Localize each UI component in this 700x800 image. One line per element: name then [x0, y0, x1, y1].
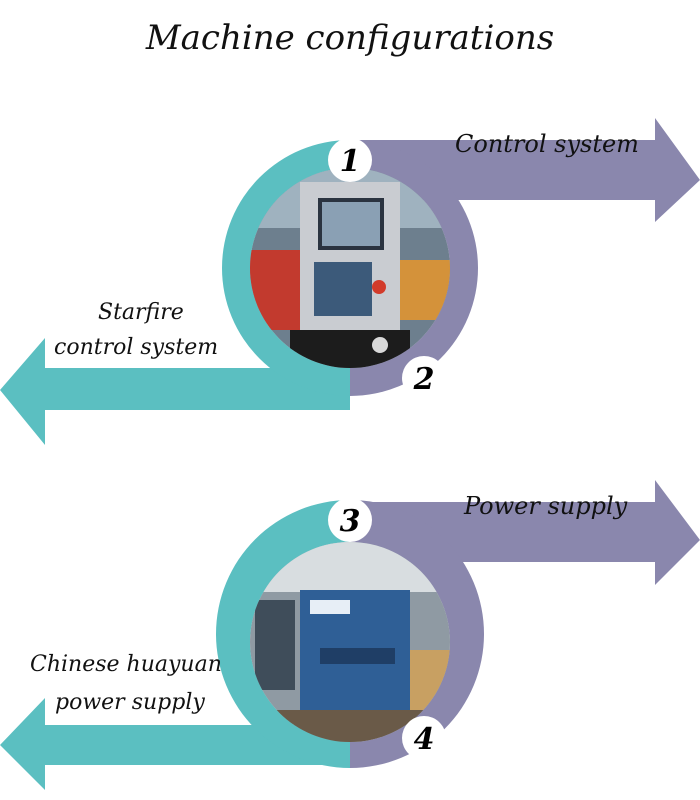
section-1-teal-ring [222, 140, 350, 396]
page-title: Machine configurations [145, 18, 555, 58]
section-1-ring [0, 118, 700, 445]
huayuan-label-line2: power supply [55, 690, 205, 715]
step-number-1: 1 [339, 144, 361, 179]
section-1-left-arrow [0, 338, 350, 445]
section-1-photo [250, 168, 450, 368]
section-2-left-arrow [0, 698, 350, 790]
step-number-2: 2 [413, 362, 435, 397]
section-1-top-badge [328, 138, 372, 182]
section-2-bottom-badge [402, 716, 446, 760]
section-2-ring [0, 480, 700, 790]
section-2-teal-ring [216, 500, 350, 768]
step-number-4: 4 [413, 722, 435, 757]
section-2-top-badge [328, 498, 372, 542]
step-number-3: 3 [339, 504, 361, 539]
section-2-lavender-ring [350, 500, 484, 768]
starfire-label-line2: control system [54, 335, 219, 360]
section-2-photo [250, 542, 450, 742]
section-1-bottom-badge [402, 356, 446, 400]
section-1-lavender-ring [350, 140, 478, 396]
starfire-label-line1: Starfire [98, 300, 184, 325]
huayuan-label-line1: Chinese huayuan [30, 652, 222, 677]
power-supply-label: Power supply [464, 492, 628, 520]
control-system-label: Control system [455, 130, 639, 158]
